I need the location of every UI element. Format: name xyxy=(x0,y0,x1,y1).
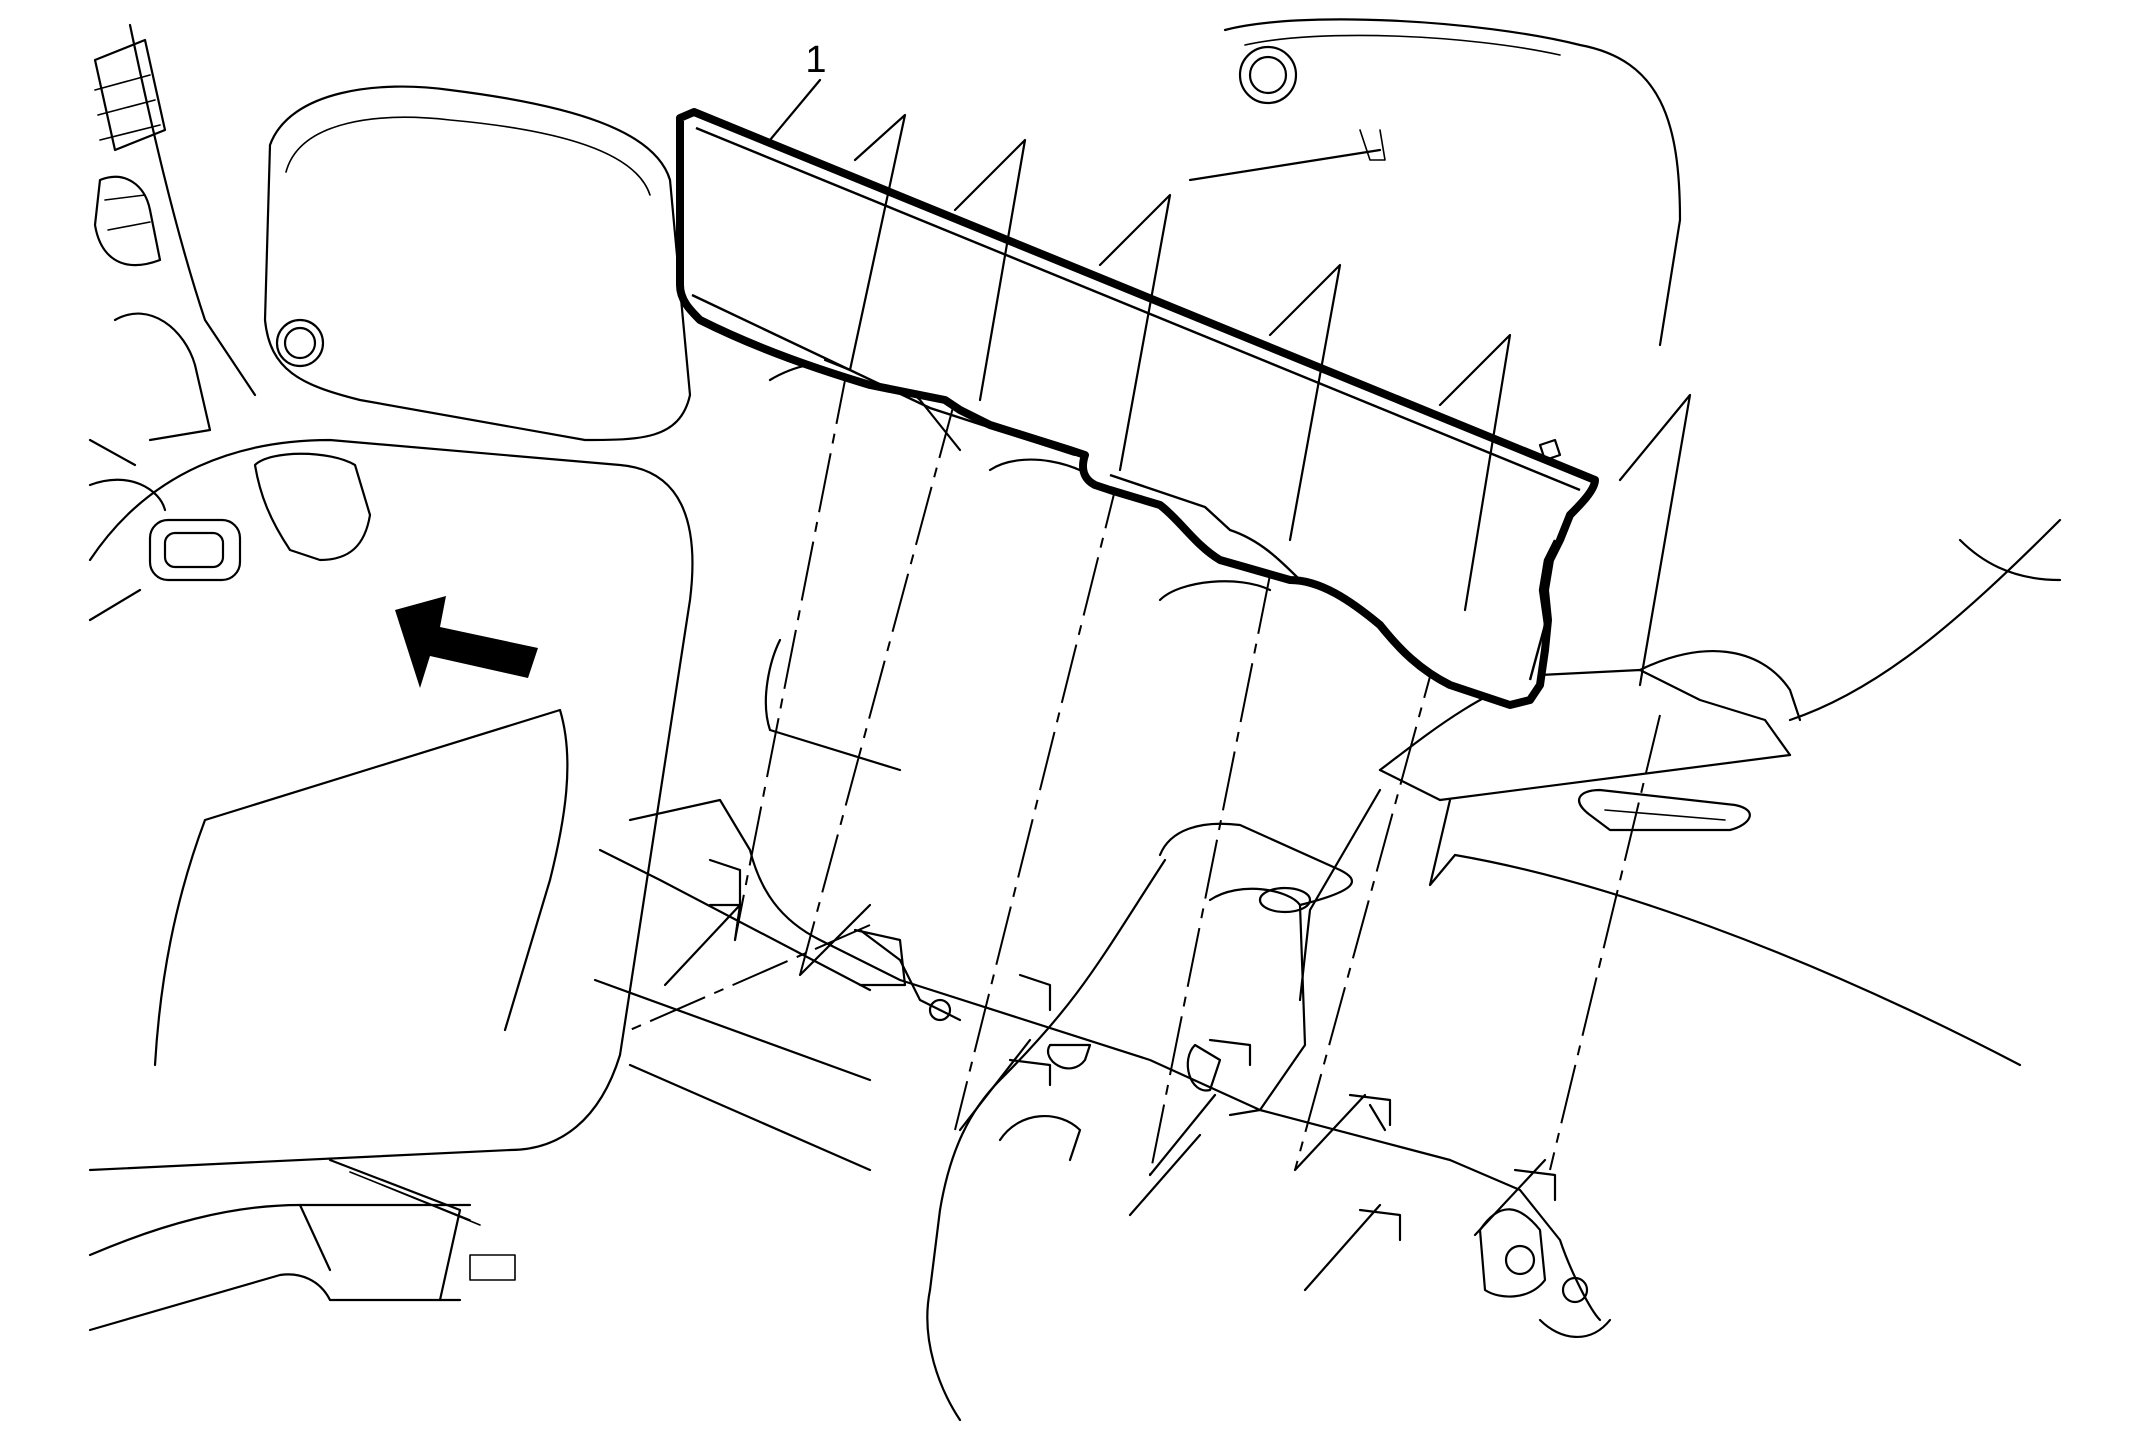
retainer-clips xyxy=(663,113,1692,1292)
trim-panel-item-1 xyxy=(676,108,1599,709)
callout-label-1: 1 xyxy=(805,39,826,81)
vehicle-interior-background xyxy=(88,18,2062,1422)
alignment-leader-lines xyxy=(629,364,1661,1176)
callout-leader-line xyxy=(768,78,822,142)
arrow-icon xyxy=(395,596,538,688)
callout-group-1: 1 xyxy=(768,39,827,142)
